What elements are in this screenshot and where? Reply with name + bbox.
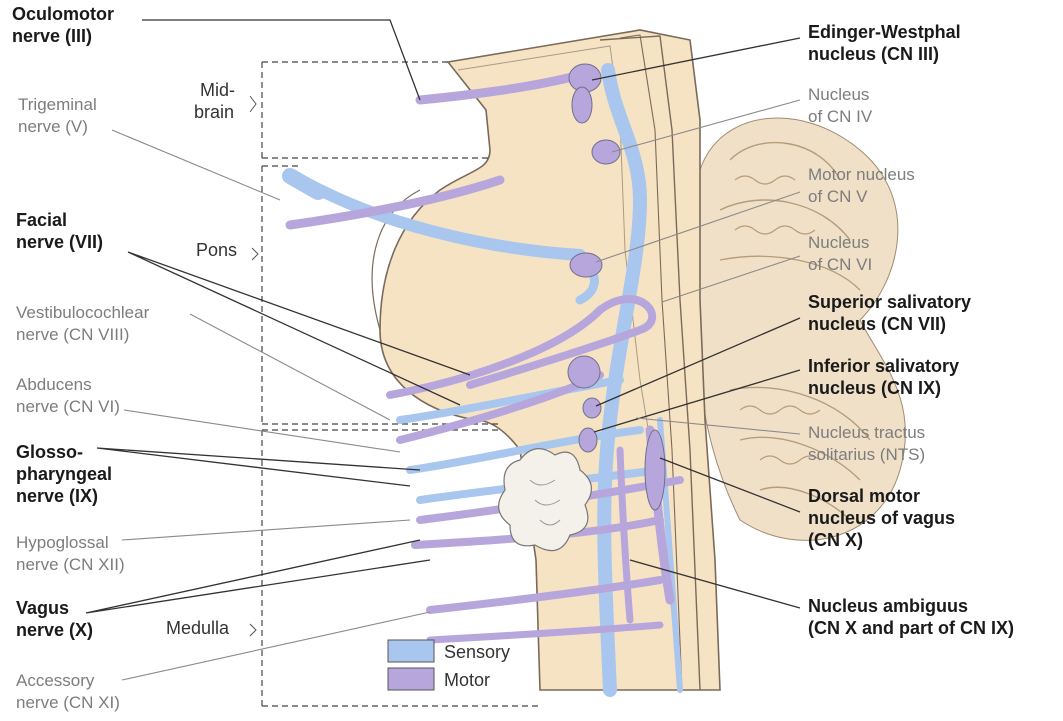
legend: Sensory Motor: [388, 640, 510, 690]
region-midbrain: Mid-brain: [194, 80, 235, 122]
legend-swatch-sensory: [388, 640, 434, 662]
region-medulla: Medulla: [166, 618, 230, 638]
legend-label-motor: Motor: [444, 670, 490, 690]
region-pons: Pons: [196, 240, 237, 260]
label-nucleus-ambiguus: Nucleus ambiguus(CN X and part of CN IX): [808, 596, 1014, 638]
legend-swatch-motor: [388, 668, 434, 690]
region-labels: Mid-brain Pons Medulla: [166, 80, 258, 638]
legend-label-sensory: Sensory: [444, 642, 510, 662]
